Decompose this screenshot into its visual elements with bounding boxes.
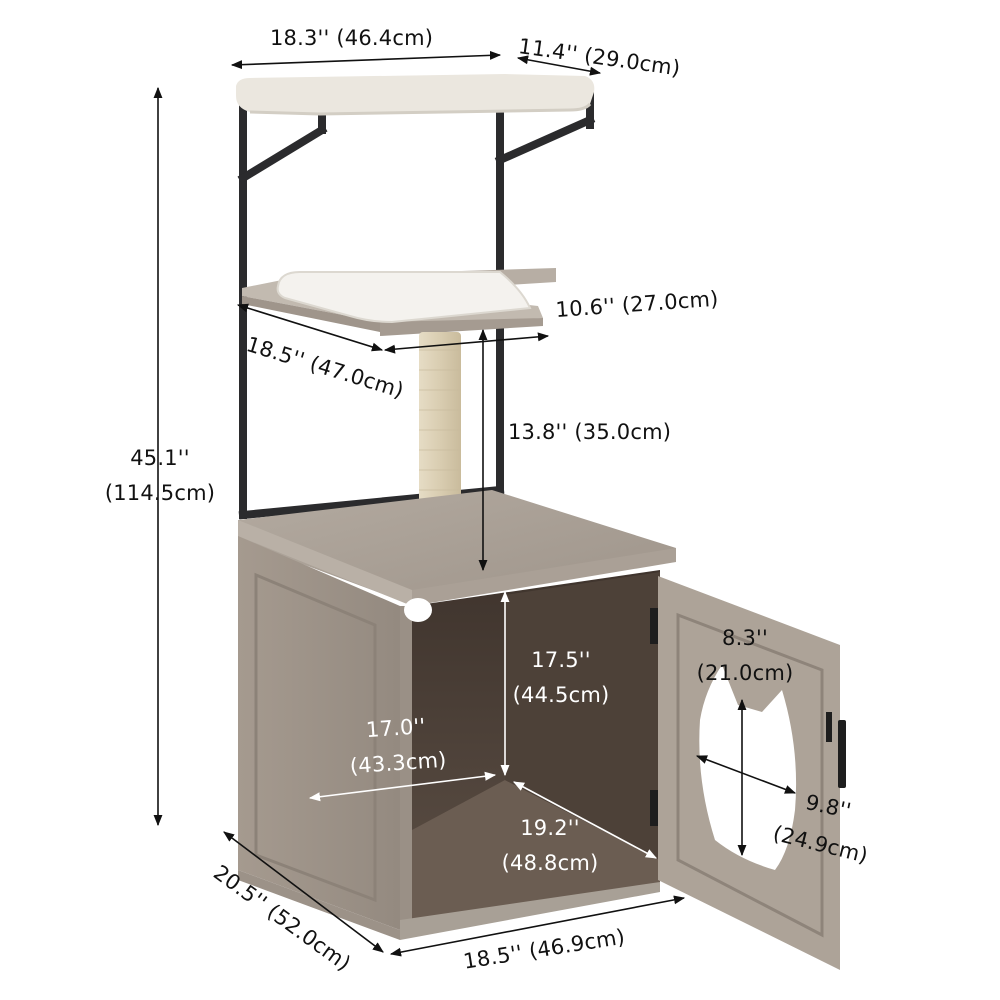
interior-width-label: 17.0'' (43.3cm) xyxy=(340,714,454,778)
door-opening-height-label: 8.3'' (21.0cm) xyxy=(690,628,800,684)
interior-depth-cm: (48.8cm) xyxy=(501,851,599,875)
interior-dimension-lines xyxy=(308,590,657,859)
dimension-lines xyxy=(153,50,797,957)
total-height-label: 45.1'' (114.5cm) xyxy=(100,448,220,504)
interior-width-in: 17.0'' xyxy=(365,713,427,743)
interior-depth-in: 19.2'' xyxy=(520,816,580,840)
interior-height-label: 17.5'' (44.5cm) xyxy=(506,650,616,706)
interior-height-in: 17.5'' xyxy=(531,648,591,672)
top-perch-width-label: 18.3'' (46.4cm) xyxy=(270,26,434,50)
total-height-in: 45.1'' xyxy=(130,446,190,470)
door-opening-height-cm: (21.0cm) xyxy=(696,661,794,685)
litter-box-cabinet xyxy=(238,490,676,940)
interior-height-cm: (44.5cm) xyxy=(512,683,610,707)
door-opening-height-in: 8.3'' xyxy=(722,626,768,650)
interior-depth-label: 19.2'' (48.8cm) xyxy=(494,818,606,874)
post-height-label: 13.8'' (35.0cm) xyxy=(508,420,672,444)
middle-platform xyxy=(242,268,556,336)
top-perch xyxy=(236,74,595,116)
total-height-cm: (114.5cm) xyxy=(104,481,216,505)
